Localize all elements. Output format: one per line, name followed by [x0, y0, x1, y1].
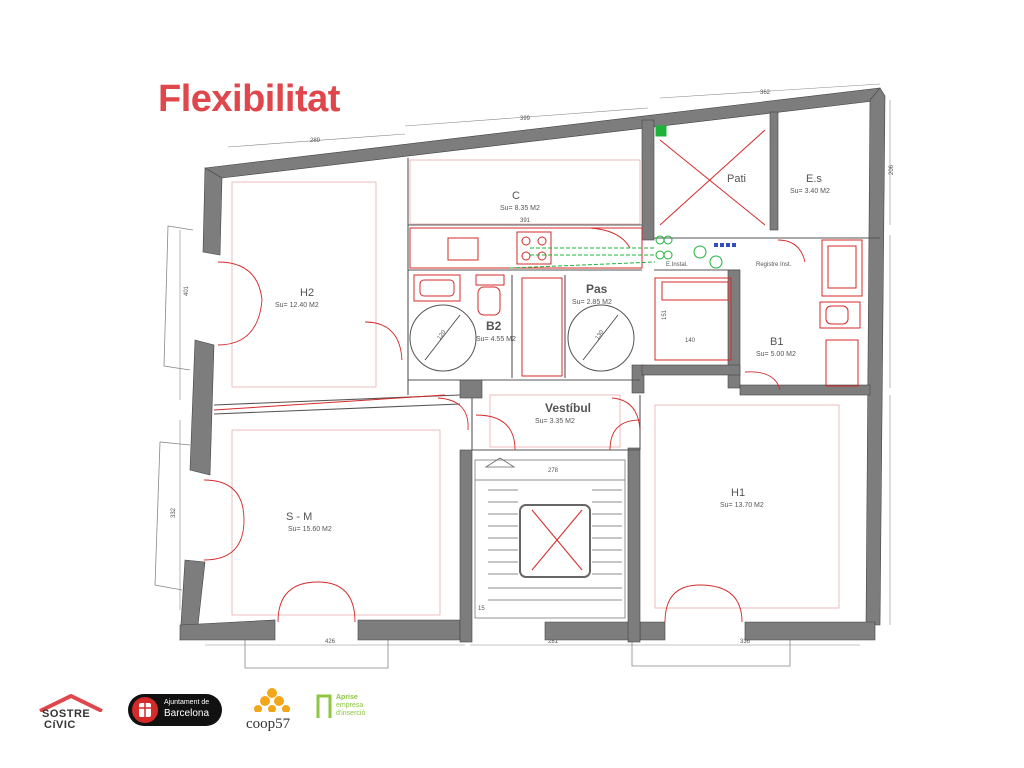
room-h2-name: H2	[300, 287, 314, 299]
dim-stair-side: 15	[478, 606, 485, 612]
ajuntament-line1: Ajuntament de	[164, 699, 210, 706]
dim-kitchen: 391	[520, 218, 531, 224]
room-vestibul-name: Vestíbul	[545, 401, 591, 415]
dim-pas-bed: 140	[685, 338, 696, 344]
room-c-name: C	[512, 190, 520, 202]
balconies	[154, 225, 791, 669]
barcelona-shield-icon	[132, 697, 158, 723]
sostre-civic-logo: SOSTRE CíVIC	[36, 693, 106, 734]
dim-top-right: 362	[760, 90, 771, 96]
dim-left-bottom: 332	[171, 507, 177, 518]
exterior-walls	[179, 87, 886, 643]
room-h1-name: H1	[731, 487, 745, 499]
room-b1-name: B1	[770, 336, 783, 348]
dim-top-left: 289	[310, 138, 321, 144]
doors	[203, 227, 806, 623]
dim-bottom-left: 426	[325, 639, 336, 645]
partner-logos: SOSTRE CíVIC Ajuntament de Barcelona coo…	[0, 680, 1024, 740]
room-h2-area: Su= 12.40 M2	[275, 302, 319, 309]
stair-arrow-icon	[484, 457, 516, 468]
aprise-line2: empresa	[336, 702, 364, 709]
sostre-line2: CíVIC	[44, 719, 76, 731]
dim-bottom-right: 336	[740, 639, 751, 645]
room-b2-name: B2	[486, 319, 502, 333]
room-es-area: Su= 3.40 M2	[790, 188, 830, 195]
dim-stair: 278	[548, 468, 559, 474]
dim-pas-inner: 151	[662, 309, 668, 320]
room-pas-name: Pas	[586, 282, 608, 296]
room-pati-name: Pati	[727, 173, 746, 185]
slide-title: Flexibilitat	[158, 78, 340, 120]
aprise-line1: Aprise	[336, 694, 358, 701]
label-registre: Registre Inst.	[756, 262, 792, 268]
dim-bottom-mid: 281	[548, 639, 559, 645]
house-roof-icon	[39, 693, 103, 713]
rotation-circles	[409, 304, 635, 372]
room-es-name: E.s	[806, 173, 822, 185]
ajuntament-logo: Ajuntament de Barcelona	[128, 694, 222, 726]
dim-right-top: 206	[889, 164, 895, 175]
dim-left-top: 401	[184, 285, 190, 296]
room-h1-area: Su= 13.70 M2	[720, 502, 764, 509]
room-b1-area: Su= 5.00 M2	[756, 351, 796, 358]
ajuntament-line2: Barcelona	[164, 708, 210, 719]
floor-plan: 289 399 362 391 206 253 373 401 332 426 …	[154, 83, 895, 669]
dim-circle-left: 120	[437, 329, 448, 341]
room-vestibul-area: Su= 3.35 M2	[535, 418, 575, 425]
installations	[509, 125, 723, 269]
room-b2-area: Su= 4.55 M2	[476, 336, 516, 343]
aprise-mark-icon	[316, 694, 332, 718]
aprise-line3: d'inserció	[336, 710, 366, 717]
room-outlines	[231, 159, 840, 616]
room-sm-name: S - M	[286, 511, 312, 523]
interior-walls	[213, 158, 880, 451]
stair	[474, 459, 626, 619]
coop57-logo: coop57	[244, 688, 304, 736]
dim-circle-right: 130	[595, 329, 606, 341]
sostre-line1: SOSTRE	[42, 708, 91, 720]
room-c-area: Su= 8.35 M2	[500, 205, 540, 212]
dim-top-mid: 399	[520, 116, 531, 122]
coop-text: coop57	[246, 716, 291, 732]
registre-icons	[714, 243, 736, 247]
room-sm-area: Su= 15.60 M2	[288, 526, 332, 533]
aprise-logo: Aprise empresa d'inserció	[316, 694, 376, 734]
dimension-lines	[179, 83, 891, 646]
room-pas-area: Su= 2.85 M2	[572, 299, 612, 306]
label-einstal: E.Instal.	[666, 262, 688, 268]
coop-dots-icon	[254, 688, 290, 712]
